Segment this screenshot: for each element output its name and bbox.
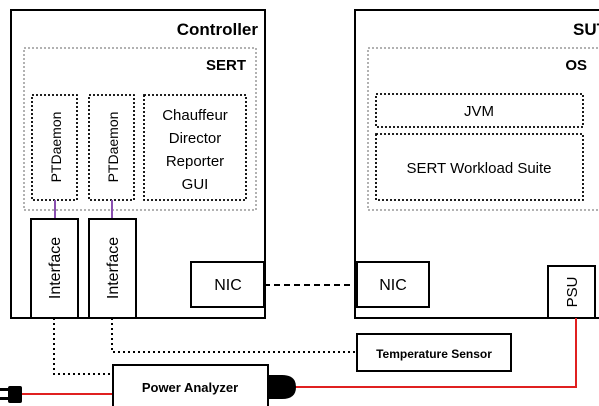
- interface-1-to-analyzer-line: [53, 318, 113, 375]
- jvm-label: JVM: [464, 103, 494, 120]
- psu-label: PSU: [564, 277, 581, 308]
- sert-label: SERT: [206, 57, 246, 74]
- temperature-sensor-box: Temperature Sensor: [356, 333, 512, 372]
- os-label: OS: [565, 57, 587, 74]
- workload-label: SERT Workload Suite: [406, 160, 551, 177]
- sert-box: SERT: [23, 47, 257, 211]
- sut-nic-box: NIC: [356, 261, 430, 308]
- component-chauffeur: Chauffeur: [162, 107, 228, 124]
- power-analyzer-box: Power Analyzer: [112, 364, 269, 406]
- sut-title: SUT: [573, 20, 599, 39]
- interface-label-1: Interface: [47, 237, 64, 299]
- interface-box-1: Interface: [30, 218, 79, 319]
- jvm-box: JVM: [375, 93, 584, 128]
- component-reporter: Reporter: [166, 153, 224, 170]
- mains-plug-icon: [0, 386, 22, 403]
- workload-box: SERT Workload Suite: [375, 133, 584, 201]
- sert-components-box: Chauffeur Director Reporter GUI: [143, 94, 247, 201]
- ptdaemon-label-2: PTDaemon: [105, 112, 121, 183]
- interface-2-to-sensor-line: [111, 318, 357, 353]
- temperature-sensor-label: Temperature Sensor: [376, 347, 492, 361]
- component-gui: GUI: [182, 176, 209, 193]
- analyzer-to-psu-power-line: [290, 318, 577, 388]
- interface-label-2: Interface: [105, 237, 122, 299]
- interface-box-2: Interface: [88, 218, 137, 319]
- controller-title: Controller: [177, 20, 259, 39]
- sut-nic-label: NIC: [379, 277, 407, 294]
- power-analyzer-label: Power Analyzer: [142, 380, 238, 395]
- component-director: Director: [169, 130, 222, 147]
- psu-box: PSU: [547, 265, 596, 319]
- controller-nic-label: NIC: [214, 277, 242, 294]
- ptdaemon-label-1: PTDaemon: [48, 112, 64, 183]
- socket-plug-icon: [268, 375, 296, 399]
- os-box: OS: [367, 47, 599, 211]
- controller-nic-box: NIC: [190, 261, 265, 308]
